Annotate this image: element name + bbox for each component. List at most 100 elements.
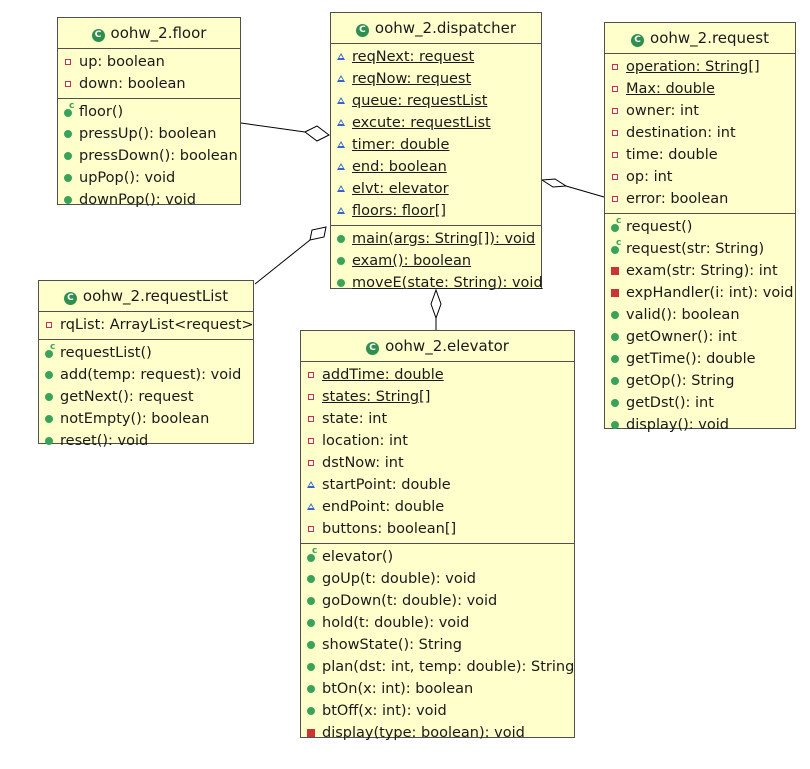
operation-row[interactable]: floor() — [58, 101, 240, 123]
attribute-row[interactable]: op: int — [605, 166, 795, 188]
attribute-row[interactable]: rqList: ArrayList<request> — [39, 314, 254, 336]
operations-section: requestList()add(temp: request): voidget… — [39, 339, 253, 455]
attribute-row[interactable]: queue: requestList — [331, 90, 541, 112]
operation-row[interactable]: elevator() — [301, 546, 574, 568]
attribute-row[interactable]: timer: double — [331, 134, 541, 156]
attribute-row[interactable]: destination: int — [605, 122, 795, 144]
operation-text: pressDown(): boolean — [79, 148, 238, 164]
attribute-row[interactable]: location: int — [301, 430, 574, 452]
package-triangle-icon — [337, 119, 345, 126]
operation-row[interactable]: btOff(x: int): void — [301, 700, 574, 722]
private-square-icon — [308, 526, 314, 532]
attribute-row[interactable]: down: boolean — [58, 73, 240, 95]
attribute-text: error: boolean — [626, 191, 729, 207]
operation-row[interactable]: getTime(): double — [605, 348, 795, 370]
attribute-row[interactable]: elvt: elevator — [331, 178, 541, 200]
operation-row[interactable]: display(type: boolean): void — [301, 722, 574, 744]
attribute-row[interactable]: time: double — [605, 144, 795, 166]
public-circle-icon — [64, 174, 72, 182]
public-circle-icon — [64, 130, 72, 138]
package-triangle-icon — [337, 207, 345, 214]
attribute-row[interactable]: states: String[] — [301, 386, 574, 408]
public-circle-icon — [64, 196, 72, 204]
private-square-icon — [65, 59, 71, 65]
operation-text: getOp(): String — [626, 373, 735, 389]
attribute-row[interactable]: floors: floor[] — [331, 200, 541, 222]
operation-row[interactable]: moveE(state: String): void — [331, 272, 543, 294]
operation-row[interactable]: goDown(t: double): void — [301, 590, 574, 612]
operation-row[interactable]: reset(): void — [39, 430, 253, 452]
operation-text: display(type: boolean): void — [322, 725, 525, 741]
class-c-icon: C — [631, 34, 645, 47]
operation-row[interactable]: add(temp: request): void — [39, 364, 253, 386]
attribute-text: up: boolean — [79, 54, 165, 70]
operation-row[interactable]: request() — [605, 216, 795, 238]
operation-text: main(args: String[]): void — [352, 231, 536, 247]
attribute-row[interactable]: operation: String[] — [605, 56, 795, 78]
private-square-icon — [612, 152, 618, 158]
attribute-text: timer: double — [352, 137, 450, 153]
attribute-row[interactable]: Max: double — [605, 78, 795, 100]
operation-row[interactable]: btOn(x: int): boolean — [301, 678, 574, 700]
attribute-row[interactable]: addTime: double — [301, 364, 574, 386]
attribute-row[interactable]: excute: requestList — [331, 112, 541, 134]
operation-text: request() — [626, 219, 693, 235]
operation-row[interactable]: expHandler(i: int): void — [605, 282, 795, 304]
operation-row[interactable]: request(str: String) — [605, 238, 795, 260]
operation-row[interactable]: exam(): boolean — [331, 250, 541, 272]
attribute-row[interactable]: reqNow: request — [331, 68, 541, 90]
private-square-icon — [612, 196, 618, 202]
operation-row[interactable]: getNext(): request — [39, 386, 253, 408]
attribute-text: end: boolean — [352, 159, 447, 175]
operation-row[interactable]: pressUp(): boolean — [58, 123, 240, 145]
operation-row[interactable]: getDst(): int — [605, 392, 795, 414]
public-circle-icon — [611, 399, 619, 407]
link-requestlist-dispatcher — [254, 239, 311, 285]
attribute-row[interactable]: buttons: boolean[] — [301, 518, 574, 540]
attribute-row[interactable]: error: boolean — [605, 188, 795, 210]
operation-row[interactable]: pressDown(): boolean — [58, 145, 240, 167]
operation-row[interactable]: hold(t: double): void — [301, 612, 574, 634]
operation-row[interactable]: plan(dst: int, temp: double): String — [301, 656, 574, 678]
operation-text: hold(t: double): void — [322, 615, 470, 631]
package-triangle-icon — [337, 97, 345, 104]
attribute-row[interactable]: startPoint: double — [301, 474, 574, 496]
operation-row[interactable]: upPop(): void — [58, 167, 240, 189]
attribute-row[interactable]: reqNext: request — [331, 46, 541, 68]
attribute-row[interactable]: owner: int — [605, 100, 795, 122]
attribute-row[interactable]: up: boolean — [58, 51, 240, 73]
attribute-text: location: int — [322, 433, 408, 449]
operation-row[interactable]: display(): void — [605, 414, 795, 436]
operation-text: getTime(): double — [626, 351, 756, 367]
attribute-row[interactable]: dstNow: int — [301, 452, 574, 474]
attribute-row[interactable]: state: int — [301, 408, 574, 430]
attribute-row[interactable]: end: boolean — [331, 156, 541, 178]
operation-row[interactable]: notEmpty(): boolean — [39, 408, 253, 430]
operation-text: elevator() — [322, 549, 394, 565]
attribute-text: dstNow: int — [322, 455, 404, 471]
attribute-row[interactable]: endPoint: double — [301, 496, 574, 518]
private-square-icon — [308, 372, 314, 378]
link-request-dispatcher — [565, 185, 605, 198]
operation-row[interactable]: showState(): String — [301, 634, 574, 656]
operation-row[interactable]: getOwner(): int — [605, 326, 795, 348]
operation-row[interactable]: getOp(): String — [605, 370, 795, 392]
operation-row[interactable]: valid(): boolean — [605, 304, 795, 326]
operation-row[interactable]: main(args: String[]): void — [331, 228, 541, 250]
operation-row[interactable]: exam(str: String): int — [605, 260, 795, 282]
operation-text: btOff(x: int): void — [322, 703, 447, 719]
public-circle-icon — [307, 597, 315, 605]
class-name: oohw_2.elevator — [385, 337, 509, 355]
operation-row[interactable]: goUp(t: double): void — [301, 568, 574, 590]
operation-text: getDst(): int — [626, 395, 714, 411]
constructor-icon — [307, 546, 317, 562]
attribute-text: endPoint: double — [322, 499, 445, 515]
operation-row[interactable]: downPop(): void — [58, 189, 240, 211]
operation-row[interactable]: requestList() — [39, 342, 253, 364]
